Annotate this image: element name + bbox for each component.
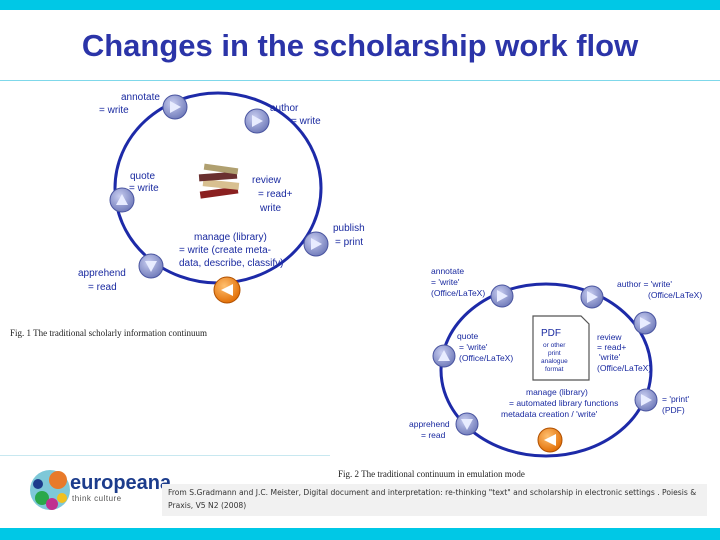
fig1-node-author <box>244 108 270 134</box>
fig2-node-publish <box>634 388 658 412</box>
fig1-label-review: review = read+ write <box>252 175 295 214</box>
fig1-label-annotate: annotate = write <box>99 92 163 116</box>
fig2-node-author <box>580 285 604 309</box>
fig2-label-manage: manage (library) = automated library fun… <box>501 387 621 419</box>
fig2-label-annotate: annotate = 'write' (Office/LaTeX) <box>431 266 485 298</box>
fig2-node-annotate <box>490 284 514 308</box>
fig1-node-active <box>213 276 241 304</box>
fig1-label-apprehend: apprehend = read <box>78 268 129 293</box>
fig1-label-publish: publish = print <box>333 223 367 248</box>
fig2-ring <box>439 282 653 458</box>
figure-2: PDF or other print analogue format annot… <box>338 266 702 479</box>
fig1-node-publish <box>303 231 329 257</box>
fig1-label-manage: manage (library) = write (create meta- d… <box>179 232 284 269</box>
fig2-node-active <box>537 427 563 453</box>
europeana-tagline: think culture <box>72 494 122 503</box>
fig1-node-apprehend <box>138 253 164 279</box>
fig1-node-annotate <box>162 94 188 120</box>
fig1-caption: Fig. 1 The traditional scholarly informa… <box>10 328 207 338</box>
fig2-label-publish: = 'print' (PDF) <box>662 394 691 415</box>
pdf-document-icon: PDF or other print analogue format <box>532 315 590 381</box>
fig2-caption: Fig. 2 The traditional continuum in emul… <box>338 469 525 479</box>
fig2-node-review <box>633 311 657 335</box>
svg-text:PDF or other p: PDF or other print analogue format <box>541 328 571 373</box>
top-accent-bar <box>0 0 720 10</box>
slide-title: Changes in the scholarship work flow <box>81 28 639 63</box>
fig1-label-author: author = write <box>270 103 321 127</box>
fig1-label-quote: quote = write <box>129 171 159 194</box>
fig2-node-apprehend <box>455 412 479 436</box>
fig2-label-quote: quote = 'write' (Office/LaTeX) <box>457 331 513 363</box>
fig2-label-review: review = read+ 'write' (Office/LaTeX) <box>597 332 651 373</box>
bottom-accent-bar <box>0 528 720 540</box>
europeana-wordmark: europeana <box>70 472 172 494</box>
title-divider <box>0 80 720 81</box>
books-icon <box>198 163 240 199</box>
fig1-node-quote <box>109 187 135 213</box>
fig2-label-apprehend: apprehend = read <box>409 419 452 440</box>
fig2-node-quote <box>432 344 456 368</box>
source-citation: From S.Gradmann and J.C. Meister, Digita… <box>162 484 707 516</box>
footer-divider <box>0 455 330 456</box>
fig2-label-author: author = 'write' (Office/LaTeX) <box>617 279 702 300</box>
europeana-logo-icon <box>30 470 70 510</box>
figure-1: annotate = write author = write quote = … <box>10 91 367 338</box>
